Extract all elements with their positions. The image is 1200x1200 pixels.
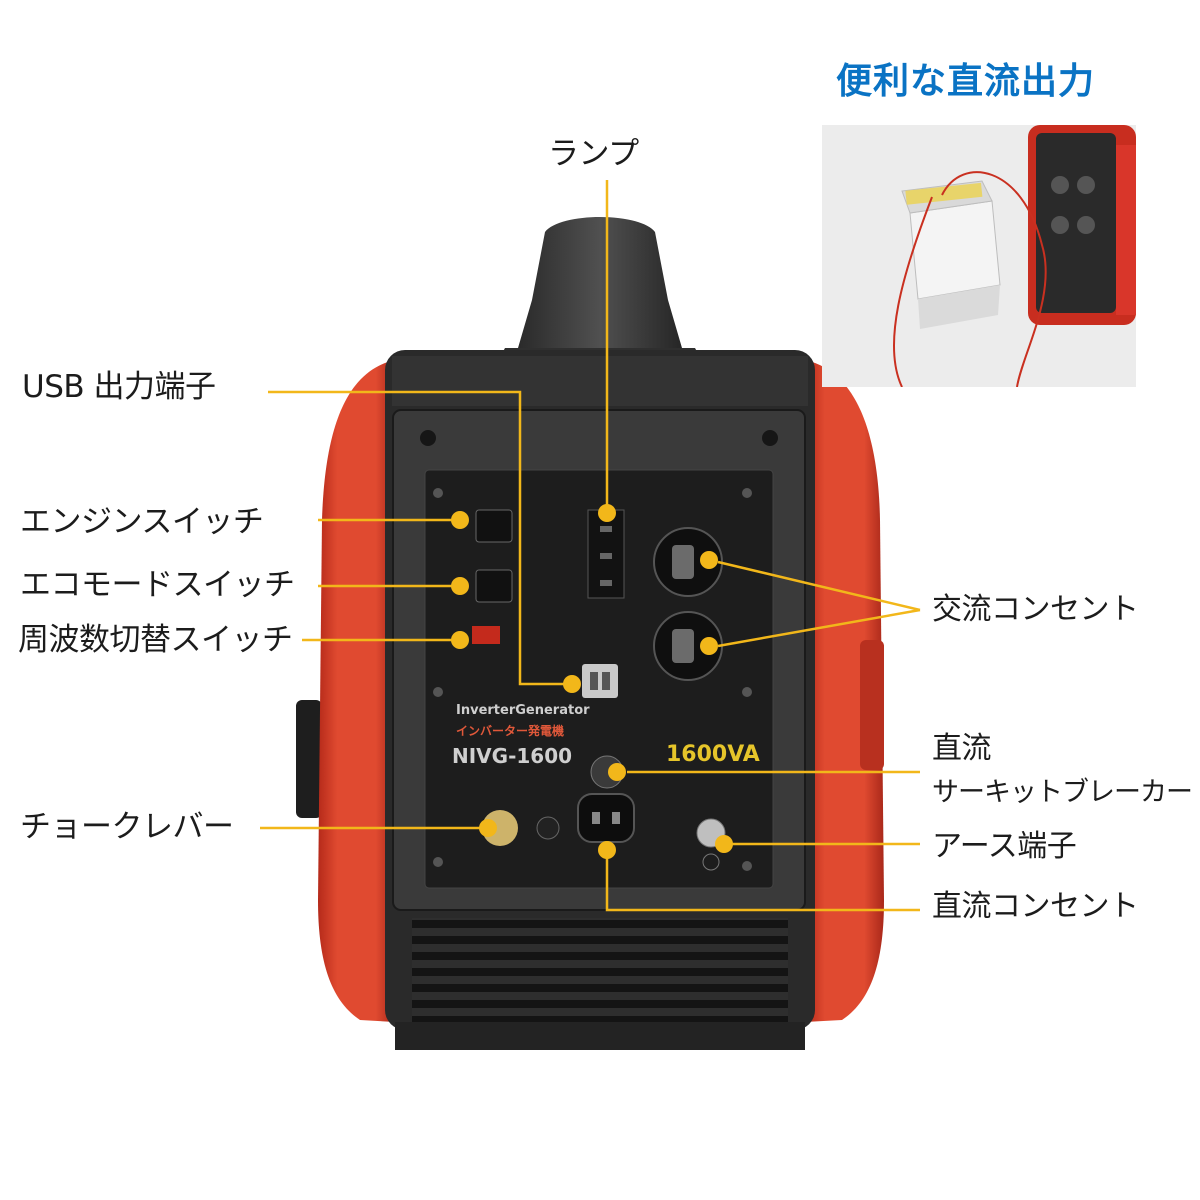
label-usb-output: USB 出力端子 [22, 369, 216, 405]
label-dc-breaker-line2: サーキットブレーカー [932, 777, 1193, 808]
label-choke-lever: チョークレバー [20, 809, 234, 845]
leader-lines [260, 180, 921, 912]
panel-brand: InverterGenerator [456, 703, 590, 718]
body-top-strip [392, 356, 808, 406]
frequency-switch [472, 626, 500, 644]
right-red-shell [805, 360, 884, 1022]
panel-model: NIVG-1600 [452, 744, 573, 768]
dc-outlet [577, 793, 635, 843]
eco-switch [475, 569, 513, 603]
inset-illustration [822, 125, 1136, 387]
inset-photo [822, 125, 1136, 387]
top-handle [518, 217, 682, 348]
side-handle [296, 700, 322, 818]
label-earth-terminal: アース端子 [932, 829, 1077, 864]
usb-port [582, 664, 618, 698]
label-lamp: ランプ [548, 136, 639, 172]
engine-switch [475, 509, 513, 543]
label-engine-switch: エンジンスイッチ [20, 504, 264, 540]
leader-dots [451, 504, 733, 859]
label-eco-mode-switch: エコモードスイッチ [20, 567, 295, 603]
panel-brand-jp: インバーター発電機 [456, 724, 565, 738]
label-dc-breaker-line1: 直流 [932, 731, 992, 766]
label-dc-outlet: 直流コンセント [932, 889, 1139, 924]
inset-title: 便利な直流出力 [836, 61, 1096, 102]
body-base [395, 1022, 805, 1050]
choke-lever [482, 810, 518, 846]
left-red-shell [318, 360, 395, 1022]
label-ac-outlet: 交流コンセント [932, 592, 1139, 627]
label-frequency-switch: 周波数切替スイッチ [18, 622, 293, 658]
exhaust-grill [412, 918, 788, 1022]
panel-rating: 1600VA [666, 742, 760, 767]
right-side-detail [860, 640, 884, 770]
